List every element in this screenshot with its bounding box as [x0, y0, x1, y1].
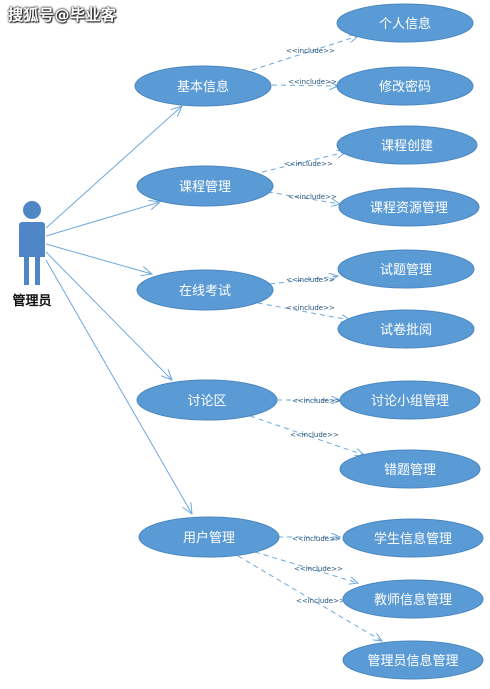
svg-text:错题管理: 错题管理 — [384, 463, 436, 478]
include-label: <<include>> — [292, 397, 341, 405]
svg-text:课程创建: 课程创建 — [381, 139, 433, 154]
svg-text:试卷批阅: 试卷批阅 — [380, 322, 432, 338]
svg-text:课程管理: 课程管理 — [179, 180, 231, 195]
include-label: <<include>> — [290, 431, 339, 439]
use-case-user-management: 用户管理 — [138, 516, 280, 558]
association-line — [45, 259, 192, 514]
watermark: 搜狐号@毕业客 — [8, 6, 117, 24]
svg-text:课程资源管理: 课程资源管理 — [370, 201, 448, 216]
svg-text:基本信息: 基本信息 — [177, 79, 229, 95]
include-labels: <<include>> <<include>> <<include>> <<in… — [284, 47, 345, 605]
use-case-change-password: 修改密码 — [336, 66, 474, 106]
svg-text:教师信息管理: 教师信息管理 — [374, 592, 452, 608]
include-label: <<include>> — [284, 160, 333, 168]
use-case-online-exam: 在线考试 — [136, 269, 274, 311]
svg-text:用户管理: 用户管理 — [183, 530, 235, 546]
sub-use-cases: 个人信息 修改密码 课程创建 课程资源管理 试题管理 试卷批阅 讨论小组管理 — [336, 3, 484, 680]
actor-icon — [19, 201, 45, 285]
association-line — [45, 243, 152, 274]
include-label: <<include>> — [294, 565, 343, 573]
svg-text:试题管理: 试题管理 — [380, 263, 432, 278]
use-case-admin-info: 管理员信息管理 — [342, 640, 484, 680]
use-case-question-management: 试题管理 — [337, 249, 475, 289]
use-case-teacher-info: 教师信息管理 — [342, 579, 484, 619]
svg-text:在线考试: 在线考试 — [179, 284, 231, 299]
include-lines — [237, 36, 382, 641]
use-case-course-management: 课程管理 — [136, 165, 274, 207]
use-case-paper-grading: 试卷批阅 — [337, 309, 475, 349]
association-line — [45, 202, 160, 237]
association-line — [45, 251, 172, 380]
use-case-discussion: 讨论区 — [136, 379, 278, 421]
use-case-basic-info: 基本信息 — [134, 65, 272, 107]
include-label: <<include>> — [286, 47, 335, 55]
association-line — [45, 106, 182, 229]
include-label: <<include>> — [288, 193, 337, 201]
use-case-student-info: 学生信息管理 — [342, 518, 484, 558]
svg-text:讨论小组管理: 讨论小组管理 — [371, 394, 449, 409]
use-case-personal-info: 个人信息 — [336, 3, 474, 43]
svg-text:管理员信息管理: 管理员信息管理 — [367, 653, 458, 669]
use-case-group-management: 讨论小组管理 — [339, 380, 481, 420]
include-label: <<include>> — [296, 597, 345, 605]
use-case-wrong-questions: 错题管理 — [339, 449, 481, 489]
svg-text:讨论区: 讨论区 — [187, 394, 226, 409]
include-label: <<include>> — [292, 535, 341, 543]
actor-label: 管理员 — [12, 294, 52, 309]
svg-text:修改密码: 修改密码 — [379, 79, 431, 95]
use-case-course-resources: 课程资源管理 — [338, 187, 480, 227]
include-label: <<include>> — [286, 276, 335, 284]
svg-text:学生信息管理: 学生信息管理 — [374, 531, 452, 547]
association-lines — [45, 106, 192, 514]
use-case-course-creation: 课程创建 — [336, 125, 478, 165]
include-label: <<include>> — [286, 304, 335, 312]
include-label: <<include>> — [288, 78, 337, 86]
svg-text:个人信息: 个人信息 — [379, 16, 431, 32]
main-use-cases: 基本信息 课程管理 在线考试 讨论区 用户管理 — [134, 65, 280, 558]
